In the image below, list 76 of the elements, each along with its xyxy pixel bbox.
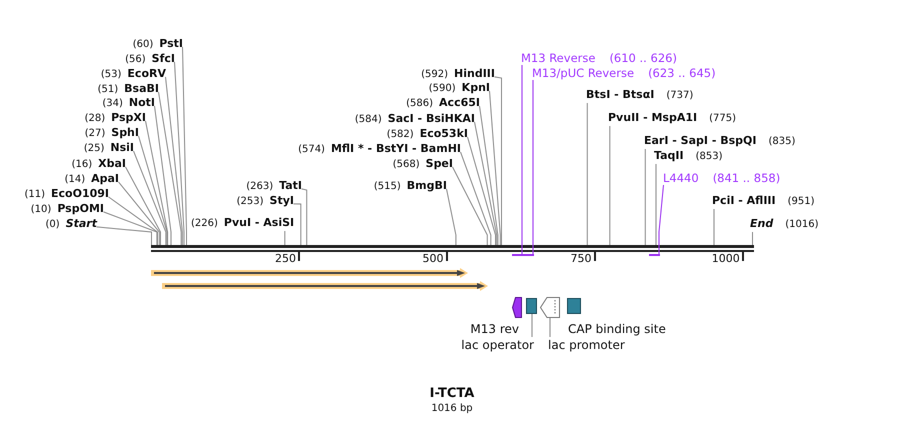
site-label: (34) NotI — [102, 94, 155, 111]
site-label: (263) TatI — [246, 177, 302, 194]
leader-line — [154, 105, 172, 246]
sequence-length: 1016 bp — [431, 402, 473, 416]
scale-label: 750 — [570, 252, 592, 266]
leader-line — [532, 80, 534, 254]
site-label: (28) PspXI — [84, 109, 146, 126]
site-label: (10) PspOMI — [30, 200, 104, 217]
scale-label: 500 — [422, 252, 444, 266]
site-label: (60) PstI — [132, 35, 183, 52]
feature-box — [526, 298, 537, 314]
site-label: (51) BsaBI — [98, 80, 159, 97]
site-label: End (1016) — [750, 215, 818, 232]
site-label: BtsI - BtsαI (737) — [586, 86, 694, 103]
leader-line — [138, 135, 168, 246]
site-label: PvuII - MspA1I (775) — [608, 109, 736, 126]
site-label: EarI - SapI - BspQI (835) — [644, 132, 796, 149]
site-label: (582) Eco53kI — [386, 125, 468, 142]
leader-line — [489, 90, 501, 246]
diagram-title: I-TCTA — [430, 387, 474, 401]
leader-line — [158, 91, 182, 246]
feature-label: M13 rev — [470, 321, 519, 336]
site-label: (16) XbaI — [72, 155, 126, 172]
leader-line — [145, 120, 168, 246]
site-label: (56) SfcI — [125, 50, 175, 67]
leader-line — [301, 188, 308, 246]
site-label: (574) MflI * - BstYI - BamHI — [298, 140, 461, 157]
leader-line — [609, 126, 610, 246]
leader-line — [460, 151, 492, 246]
leader-line — [284, 230, 286, 246]
leader-line — [467, 136, 496, 246]
feature-block — [540, 297, 560, 318]
leader-line — [644, 148, 646, 246]
site-label: (14) ApaI — [64, 170, 119, 187]
primer-label: M13 Reverse (610 .. 626) — [521, 50, 677, 65]
site-label: (568) SpeI — [392, 155, 453, 172]
scale-label: 1000 — [712, 252, 740, 266]
leader-line — [452, 166, 488, 246]
leader-line — [479, 105, 498, 246]
site-label: (226) PvuI - AsiSI — [191, 214, 294, 231]
leader-line — [446, 188, 456, 246]
leader-line — [494, 76, 502, 246]
site-label: (0) Start — [46, 215, 97, 232]
leader-line — [96, 226, 152, 246]
leader-line — [658, 184, 664, 254]
site-label: (11) EcoO109I — [24, 185, 109, 202]
site-label: (586) Acc65I — [406, 94, 480, 111]
leader-line — [586, 102, 588, 246]
leader-line — [165, 76, 183, 246]
site-label: (590) KpnI — [428, 79, 490, 96]
dna-backbone — [151, 245, 754, 252]
leader-line — [118, 181, 160, 246]
leader-line — [133, 150, 166, 246]
leader-line — [474, 121, 498, 246]
feature-label: CAP binding site — [568, 321, 666, 336]
site-label: (584) SacI - BsiHKAI — [354, 110, 475, 127]
site-label: (515) BmgBI — [374, 177, 447, 194]
leader-line — [182, 46, 187, 246]
primer-label: L4440 (841 .. 858) — [663, 170, 780, 185]
leader-line — [108, 196, 158, 246]
scale-label: 250 — [275, 252, 296, 266]
site-label: (53) EcoRV — [100, 65, 166, 82]
site-label: (25) NsiI — [84, 139, 134, 156]
feature-label: lac operator — [461, 337, 534, 352]
primer-label: M13/pUC Reverse (623 .. 645) — [532, 65, 716, 80]
leader-line — [103, 211, 158, 246]
leader-line — [125, 166, 161, 246]
site-label: (253) StyI — [236, 192, 294, 209]
site-label: (27) SphI — [84, 124, 139, 141]
site-label: (592) HindIII — [421, 65, 495, 82]
leader-line — [752, 232, 753, 246]
site-label: PciI - AflIII (951) — [712, 192, 815, 209]
leader-line — [174, 61, 184, 246]
feature-label: lac promoter — [548, 337, 625, 352]
site-label: TaqII (853) — [654, 147, 722, 164]
leader-line — [293, 203, 302, 246]
